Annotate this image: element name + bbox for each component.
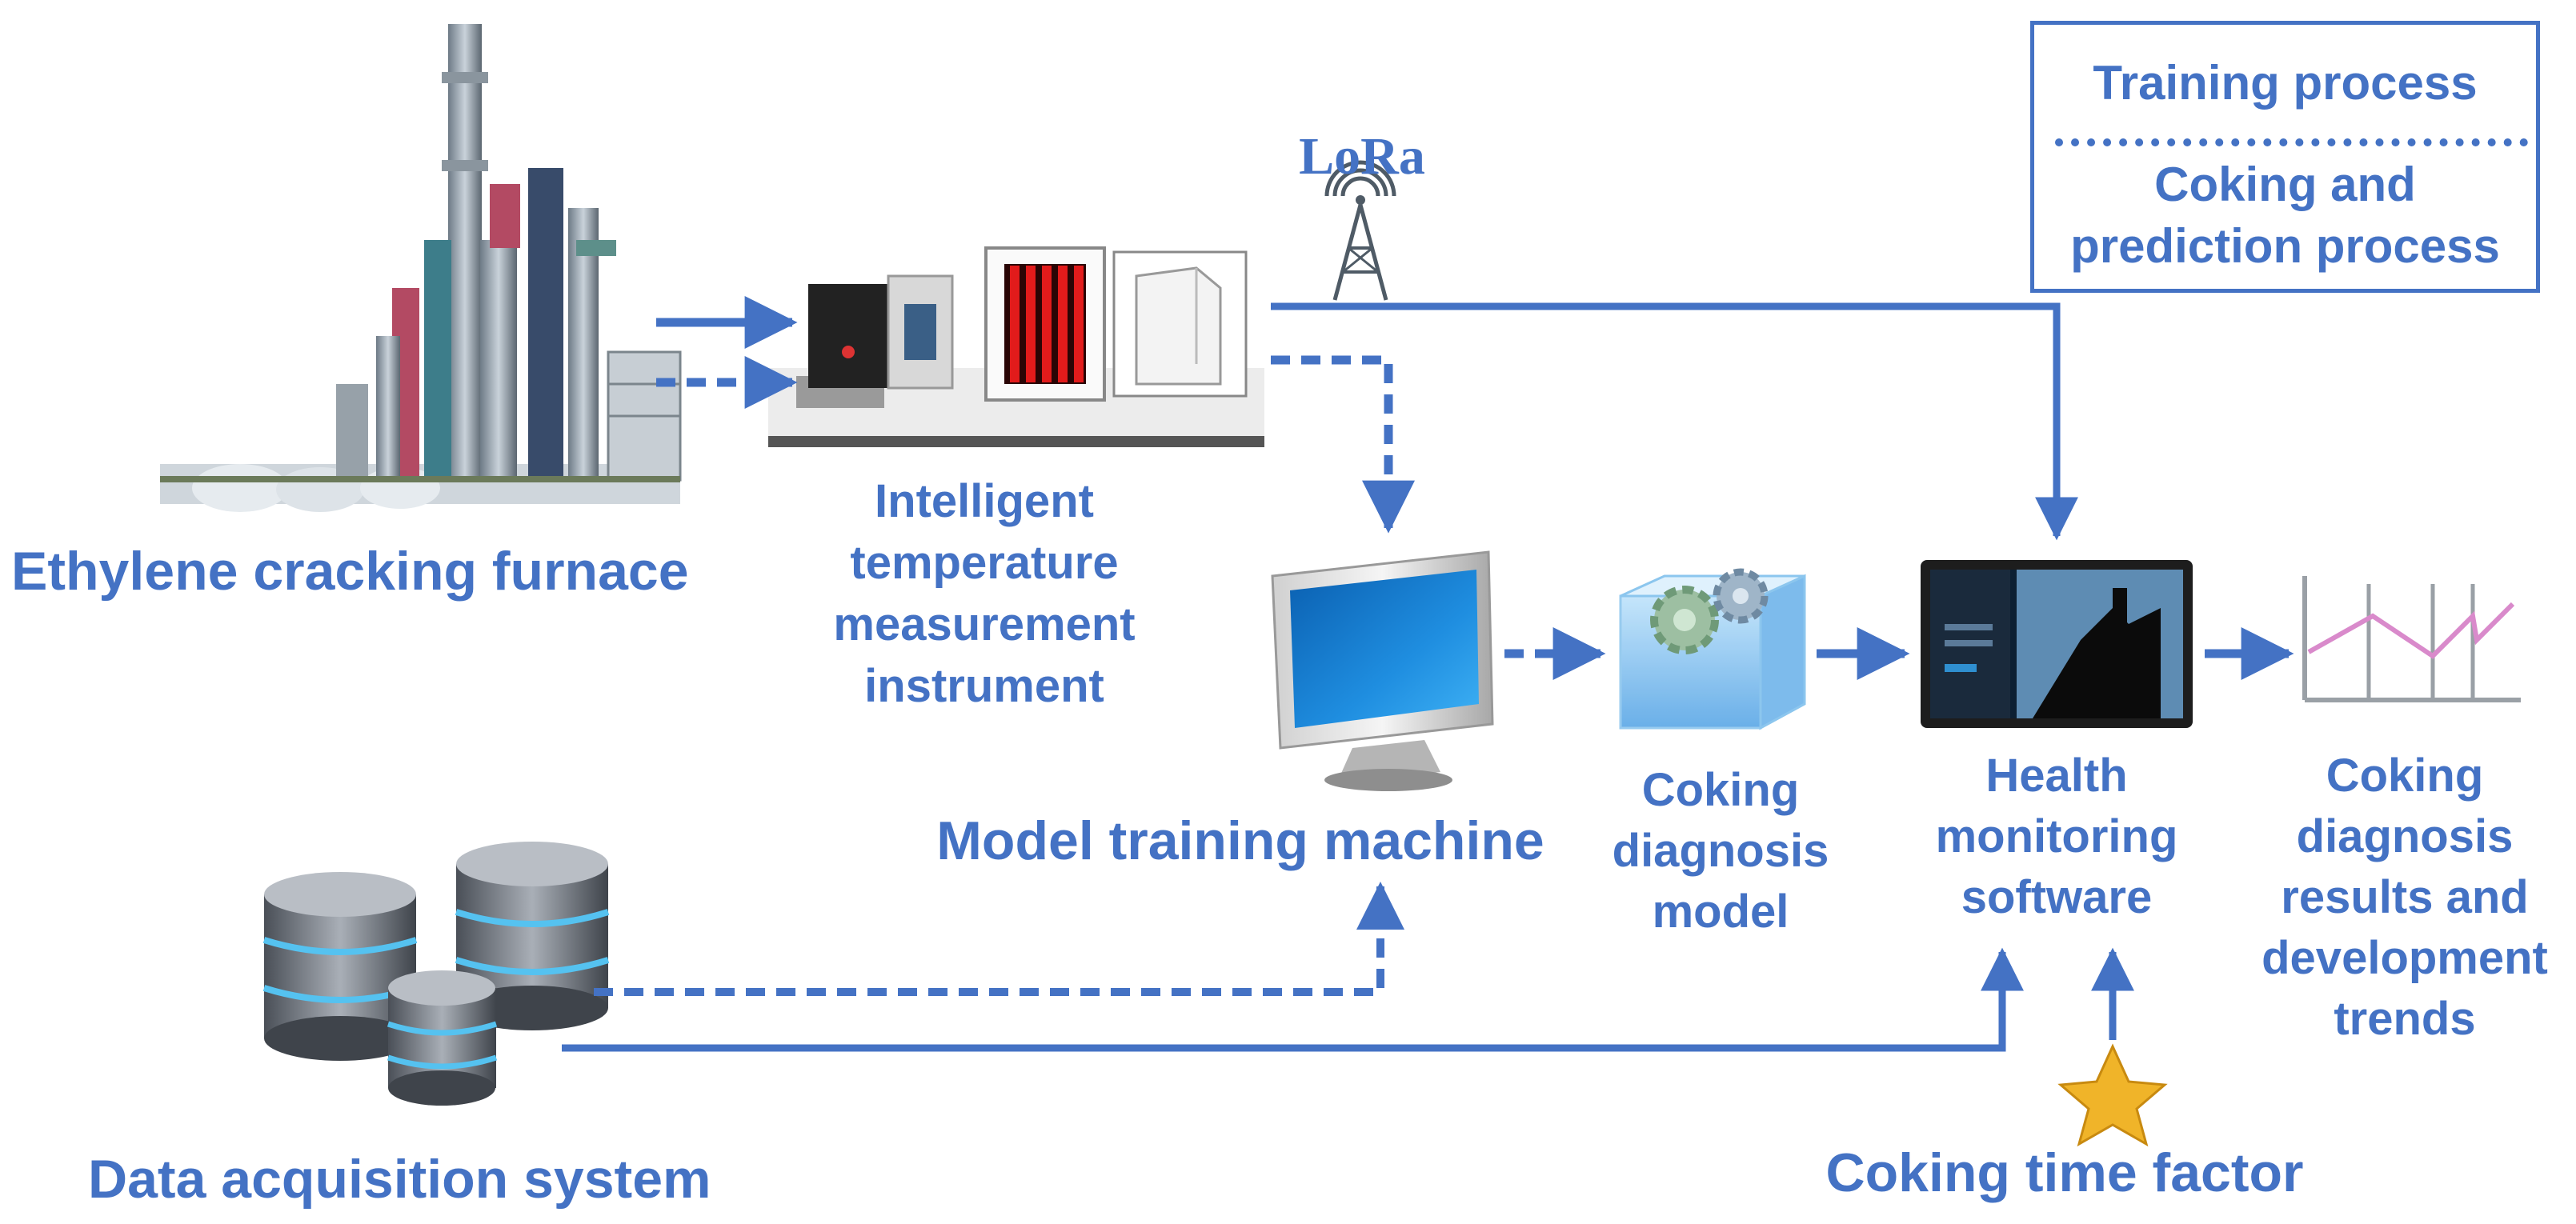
legend-dashed-line — [2055, 138, 2528, 146]
star-icon — [2057, 1043, 2168, 1147]
label-time-factor: Coking time factor — [1825, 1142, 2304, 1203]
label-furnace: Ethylene cracking furnace — [11, 541, 689, 602]
radio-tower-icon — [1324, 160, 1396, 301]
legend-prediction: Coking and prediction process — [2070, 158, 2500, 273]
arrow-data-training — [594, 882, 1404, 996]
label-training-machine: Model training machine — [936, 810, 1544, 871]
label-results: Coking diagnosis results and development… — [2262, 750, 2548, 1045]
screen-icon — [1921, 560, 2193, 728]
gears-cube-icon — [1619, 568, 1806, 730]
computer-monitor-icon — [1271, 550, 1494, 791]
database-icon — [262, 842, 610, 1106]
factory-icon — [160, 24, 682, 512]
arrow-instrument-training — [1271, 355, 1415, 534]
legend: Training process Coking and prediction p… — [2030, 21, 2540, 293]
trend-chart-icon — [2302, 576, 2521, 702]
legend-training: Training process — [2093, 56, 2478, 110]
furnace-grid-icon — [984, 246, 1106, 402]
open-box-icon — [1112, 250, 1248, 398]
label-instrument: Intelligent temperature measurement inst… — [833, 475, 1136, 713]
label-software: Health monitoring software — [1935, 750, 2178, 923]
label-lora: LoRa — [1299, 127, 1425, 186]
arrow-instrument-software — [1271, 302, 2078, 541]
label-data-system: Data acquisition system — [88, 1149, 711, 1210]
arrow-data-software — [562, 947, 2024, 1052]
arrows — [562, 296, 2294, 1052]
label-model: Coking diagnosis model — [1612, 764, 1829, 938]
